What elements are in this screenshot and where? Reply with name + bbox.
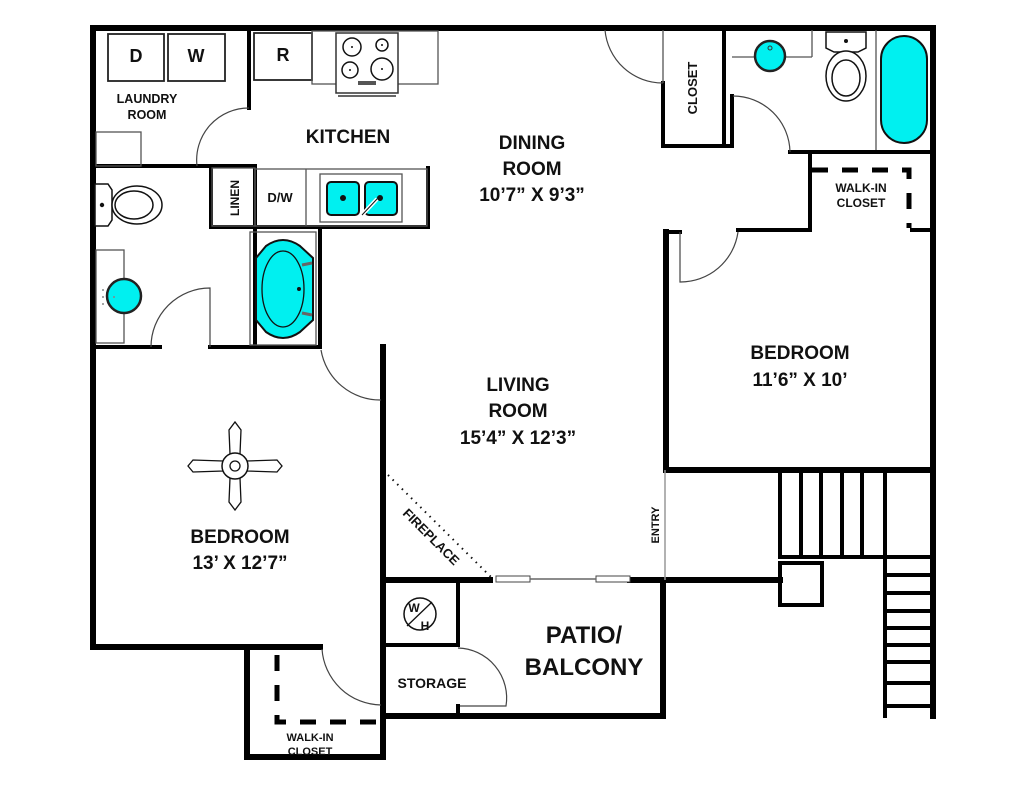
door-swing [604,29,664,84]
fireplace-label: FIREPLACE [400,505,463,568]
laundry-label-1: LAUNDRY [117,92,178,106]
kitchen: R KITCHEN D/W LINEN [211,30,439,227]
storage-label: STORAGE [398,675,467,691]
water-heater-h: H [421,619,430,633]
door-swing [732,95,791,153]
bedroom-left: BEDROOM 13’ X 12’7” [187,420,382,706]
right-bathroom [732,30,928,153]
washer-label: W [188,46,205,66]
bedroom-right-label: BEDROOM [750,343,849,364]
walkin-right-label-2: CLOSET [837,196,886,210]
bathtub-icon [255,239,314,339]
bedroom-right-dimensions: 11’6” X 10’ [752,370,847,391]
dryer [107,33,165,82]
washer [167,33,226,82]
stove-icon [335,32,399,97]
toilet-icon [825,31,867,102]
dishwasher-label: D/W [267,190,293,205]
sliding-door[interactable] [495,575,631,583]
walkin-left-label-2: CLOSET [288,746,333,758]
stairs-icon [778,472,935,718]
living-dimensions: 15’4” X 12’3” [460,428,576,449]
bedroom-left-label: BEDROOM [190,527,289,548]
toilet-icon [94,183,163,227]
patio-label-1: PATIO/ [546,622,623,649]
bedroom-right: BEDROOM 11’6” X 10’ [679,231,850,391]
sink-icon [753,39,787,73]
refrigerator-label: R [277,45,290,65]
kitchen-label: KITCHEN [306,127,390,148]
walkin-right-label-1: WALK-IN [835,181,886,195]
sink-icon [102,277,143,315]
walls [90,25,936,760]
ceiling-fan-icon [187,420,283,512]
door-swing [196,107,250,167]
walkin-closet-left: WALK-IN CLOSET [274,655,380,758]
door-swing [320,349,382,401]
walkin-closet-right: WALK-IN CLOSET [812,167,912,228]
linen-label: LINEN [228,180,242,216]
entry-label: ENTRY [650,506,662,544]
left-bathroom [94,183,317,348]
water-heater-icon: W H [403,597,437,633]
dining-dimensions: 10’7” X 9’3” [479,185,585,206]
refrigerator [253,32,313,81]
door-swing [457,647,508,707]
walkin-left-label-1: WALK-IN [286,732,333,744]
closet-label: CLOSET [685,62,700,115]
bathtub-icon [880,35,928,144]
living-label-2: ROOM [488,401,547,422]
laundry-room: D W LAUNDRY ROOM [95,33,250,167]
water-heater-w: W [408,601,420,615]
dining-label-1: DINING [499,133,566,154]
fireplace-outline [387,474,493,579]
door-swing [321,648,382,706]
door-swing [150,287,211,348]
dining-living: DINING ROOM 10’7” X 9’3” LIVING ROOM 15’… [320,29,700,583]
patio-label-2: BALCONY [525,654,644,681]
bedroom-left-dimensions: 13’ X 12’7” [192,553,287,574]
dryer-label: D [130,46,143,66]
living-label-1: LIVING [486,375,549,396]
sink-icon [326,181,398,217]
patio-area: W H STORAGE PATIO/ BALCONY [398,597,644,707]
dining-label-2: ROOM [502,159,561,180]
door-swing [679,231,739,283]
laundry-label-2: ROOM [128,108,167,122]
